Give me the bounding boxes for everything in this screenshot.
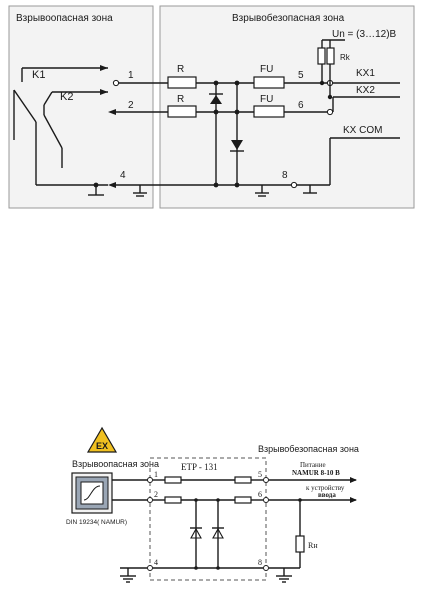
k1-label: K1 [32, 69, 45, 81]
namur-sensor-icon [71, 472, 113, 514]
bottom-circuit-diagram: EX Взрывобезопасная зона Взрывоопасная з… [66, 426, 359, 583]
terminal-6 [326, 108, 334, 116]
terminal-8-label: 8 [282, 170, 288, 181]
bottom-safe-zone-label: Взрывобезопасная зона [258, 444, 359, 454]
terminal-4-label: 4 [120, 170, 126, 181]
terminal-6-label: 6 [298, 100, 304, 111]
etp131-module-boundary [149, 457, 267, 581]
b-terminal-6-label: 6 [258, 490, 262, 499]
fuse-fu2-label: FU [260, 94, 273, 105]
supply-line-2: NAMUR 8-10 В [292, 469, 340, 477]
device-label: ETP - 131 [181, 462, 218, 472]
load-resistor [295, 535, 305, 553]
b-protection-diodes [190, 498, 224, 570]
terminal-8 [290, 181, 298, 189]
sensor-standard-label: DIN 19234( NAMUR) [66, 519, 127, 526]
fuse-fu1-label: FU [260, 64, 273, 75]
arrow-k1 [100, 65, 108, 71]
output-kxcom-label: KX COM [343, 125, 382, 136]
ground-right-icon [276, 568, 292, 583]
arrow-k2 [100, 89, 108, 95]
resistor-r1-label: R [177, 64, 184, 75]
input-device-line-1: к устройству [306, 484, 345, 492]
arrow-line-2 [108, 109, 116, 115]
supply-voltage-label: Un = (3…12)В [332, 29, 397, 40]
k2-label: K2 [60, 91, 73, 103]
top-safe-zone-label: Взрывобезопасная зона [232, 12, 345, 24]
b-terminal-1-label: 1 [154, 470, 158, 479]
ex-warning-icon: EX [86, 426, 118, 453]
hazardous-zone-panel [8, 5, 154, 209]
terminal-1 [112, 79, 120, 87]
fuse-fu1 [253, 76, 285, 89]
top-hazardous-zone-label: Взрывоопасная зона [16, 13, 113, 24]
output-kx2-label: KX2 [356, 85, 375, 96]
b-fuse-2 [234, 496, 252, 504]
input-device-line-2: ввода [318, 491, 336, 499]
terminal-1-label: 1 [128, 70, 134, 81]
b-terminal-5-label: 5 [258, 470, 262, 479]
switch-k2 [43, 91, 108, 168]
resistor-r1 [167, 76, 197, 89]
safe-zone-panel [159, 5, 415, 209]
ex-sign-text: EX [96, 441, 108, 451]
resistor-r2 [167, 105, 197, 118]
output-kx1-label: KX1 [356, 68, 375, 79]
b-resistor-1 [164, 476, 182, 484]
b-terminal-8-label: 8 [258, 558, 262, 567]
resistor-r2-label: R [177, 94, 184, 105]
terminal-5-label: 5 [298, 70, 304, 81]
b-resistor-2 [164, 496, 182, 504]
protection-diodes [209, 80, 244, 188]
top-circuit-diagram: Взрывоопасная зона Взрывобезопасная зона… [8, 5, 415, 209]
supply-line-1: Питание [300, 461, 326, 469]
rk-label: Rk [340, 53, 351, 62]
pullup-resistor-a [317, 47, 326, 65]
bottom-hazardous-zone-label: Взрывоопасная зона [72, 459, 159, 469]
fuse-fu2 [253, 105, 285, 118]
ground-left-icon [120, 568, 136, 583]
b-fuse-1 [234, 476, 252, 484]
pullup-resistor-b [326, 47, 335, 65]
terminal-2-label: 2 [128, 100, 134, 111]
b-terminal-4-label: 4 [154, 558, 158, 567]
b-terminal-2-label: 2 [154, 490, 158, 499]
load-resistor-label: Rн [308, 541, 318, 550]
